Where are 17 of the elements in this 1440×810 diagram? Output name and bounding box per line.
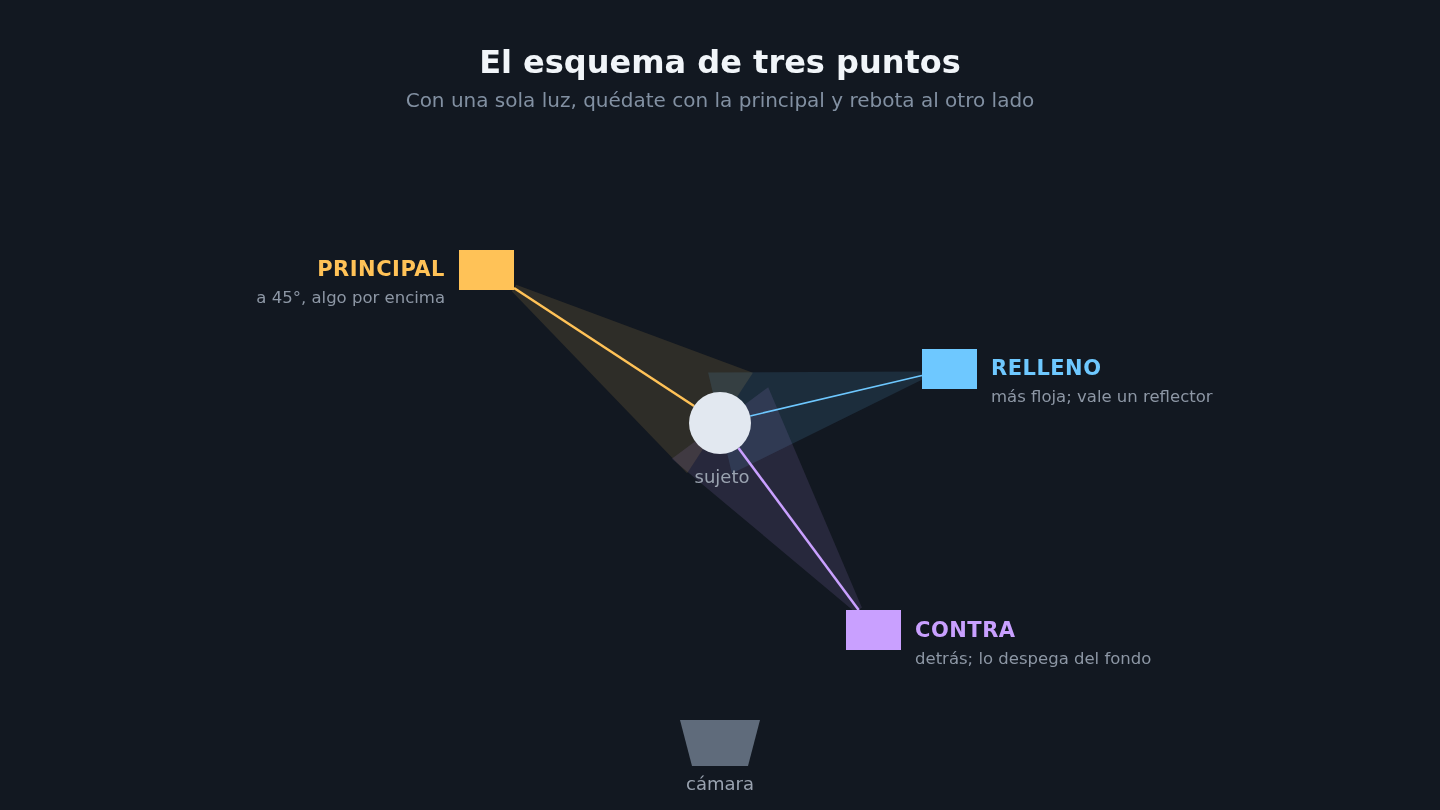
camera-symbol [680,720,760,766]
light-square [922,349,977,389]
light-square [846,610,901,650]
light-square [459,250,514,290]
subtitle: Con una sola luz, quédate con la principal y rebota al otro lado [405,88,1035,112]
light-ray-line [737,447,860,611]
light-name: CONTRA [915,618,1016,643]
light-note: detrás; lo despega del fondo [915,649,1152,668]
light-name: RELLENO [991,356,1102,381]
light-name: PRINCIPAL [317,257,445,282]
light-note: más floja; vale un reflector [991,387,1213,406]
diagram-title: El esquema de tres puntos [479,43,961,81]
light-note: a 45°, algo por encima [256,288,445,307]
camera-label: cámara [686,773,754,795]
light-ray-line [749,374,923,417]
subject-label: sujeto [694,466,750,488]
light-ray-line [513,286,695,408]
